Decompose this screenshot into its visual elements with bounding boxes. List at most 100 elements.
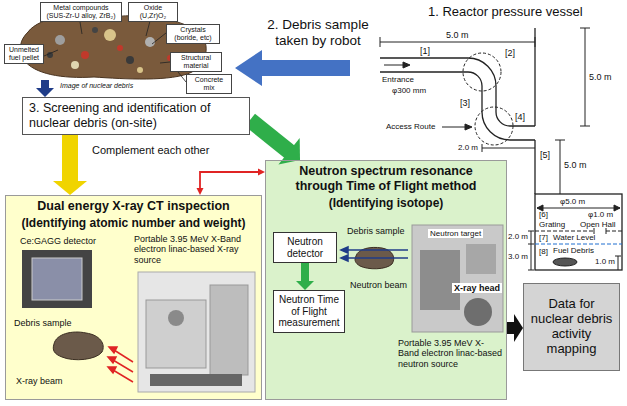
reactor-schematic [560,140,561,194]
linac-photo [168,310,184,326]
reactor-schematic [475,107,513,145]
box-text: Structural material [173,54,219,70]
part-name: Water Level [553,233,595,242]
part-name: Debris sample [14,318,72,328]
connector-arrow [296,263,314,290]
box-text: Dual energy X-ray CT inspection [6,199,261,214]
box-text: Unmelted fuel pellet [7,46,41,62]
panel-ground [265,160,507,400]
neutron-source-photo [420,250,460,310]
xray-beam-arrow [114,350,133,362]
xray-beam-arrow [108,367,116,373]
connector-line [62,135,78,182]
dimension: 2.0 m [458,143,478,152]
reactor-schematic [463,53,501,91]
neutron-beam-arrow [347,249,408,251]
reactor-schematic [580,28,590,29]
process-box: Neutron Time of Flight measurement [273,290,345,333]
neutron-source-photo [412,225,503,332]
neutron-source-photo [464,298,492,326]
reactor-schematic [380,58,535,126]
box-text: Metal compounds (SUS-Zr-U alloy, ZrB₂) [43,4,119,20]
connector-arrow [507,314,523,342]
leader-line [178,72,186,82]
arrow-head [197,188,204,195]
reactor-schematic [555,140,565,141]
neutron-beam-arrow [347,257,408,259]
debris-illustration [137,67,143,73]
callout-number: [8] [539,247,548,256]
dimension: 5.0 m [589,72,612,82]
part-name: X-ray head [452,283,502,293]
connector-arrow [197,169,266,196]
connector-arrow [53,135,87,195]
reactor-schematic [482,144,483,152]
detector-photo [22,250,92,308]
reactor-schematic [380,72,535,140]
reactor-schematic [537,208,620,209]
photo-caption: Portable 3.95 MeV X-Band electron linac-… [398,338,504,369]
reactor-schematic [535,244,622,245]
callout-number: [3] [460,98,470,108]
callout-number: [5] [540,150,550,160]
leader-line [146,21,150,36]
photo-caption: Ce:GAGG detector [20,236,96,246]
flow-arrow [36,80,54,97]
part-name: Neutron beam [350,280,407,290]
linac-photo [146,300,206,368]
xray-beam-arrow [113,370,133,382]
xray-beam-arrow [109,347,117,353]
callout-number: [2] [505,48,515,58]
reactor-schematic [606,231,622,232]
reactor-schematic [442,127,466,128]
debris-illustration [104,29,116,41]
connector-line [200,172,259,189]
neutron-beam-arrow [341,247,408,261]
part-name: Debris sample [347,226,405,236]
reactor-schematic [384,65,404,66]
part-name: Grating [539,220,565,229]
xray-beam-arrow [108,357,116,363]
reactor-schematic [614,205,620,211]
connector-arrow [250,120,300,165]
dimension: 3.0 m [508,252,528,261]
connector-line [250,120,290,152]
linac-photo [210,285,248,375]
dimension: 5.0 m [446,30,469,40]
box-text: Data for nuclear debris activity mapping [528,297,615,357]
process-box: Neutron detector [273,232,337,263]
image-caption: Image of nuclear debris [60,82,133,90]
reactor-schematic [380,37,381,47]
reactor-schematic [553,258,577,266]
dimension: 1.0 m [595,257,615,266]
reactor-schematic [618,256,619,270]
flow-arrow [36,50,350,97]
connector-line [507,322,515,334]
box-text: Concrete mix [189,76,229,92]
part-name: Access Route [386,122,435,131]
callout-box: Metal compounds (SUS-Zr-U alloy, ZrB₂) [40,2,122,22]
reactor-schematic [465,124,472,130]
debris-illustration [145,37,155,47]
part-name: Neutron target [428,229,483,238]
callout-box: Oxide (U,Zr)O₂ [128,2,178,22]
box-text: Oxide (U,Zr)O₂ [131,4,175,20]
dimension: 5.0 m [564,160,587,170]
connector-line [301,263,309,282]
edge-label: Complement each other [92,144,209,157]
dimension: 2.0 m [508,232,528,241]
panel-ground [5,195,262,400]
callout-number: [1] [420,46,430,56]
box-text: Neutron spectrum resonance through Time … [266,164,506,194]
leader-line [152,33,166,44]
reactor-schematic [585,28,586,126]
debris-illustration [81,51,89,59]
process-box: 3. Screening and identification of nucle… [22,97,250,135]
leader-line [80,22,82,34]
callout-number: [7] [539,233,548,242]
photo-caption: Portable 3.95 MeV X-Band electron linac-… [134,234,258,265]
detector-photo [32,258,82,300]
reactor-schematic [615,256,621,257]
debris-illustration [55,35,65,45]
